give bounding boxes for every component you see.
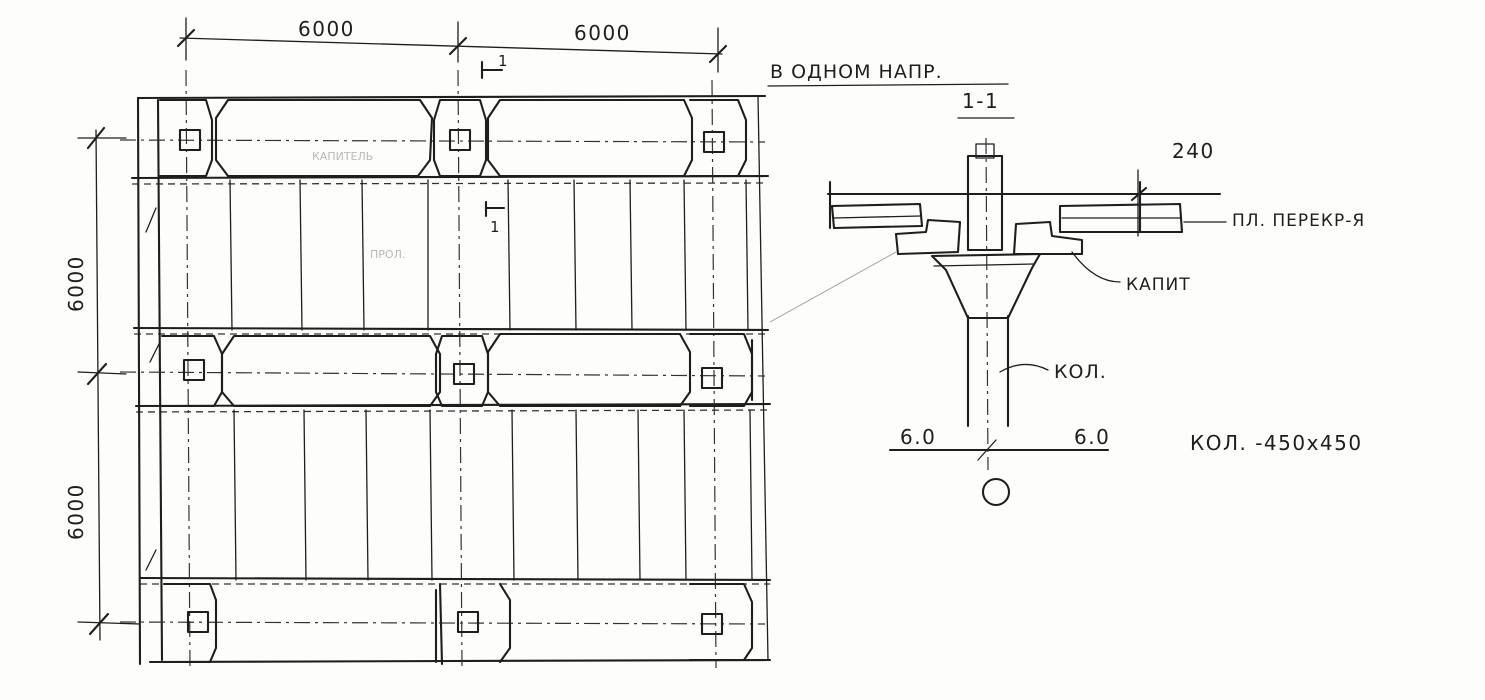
dim-top-left: 6000: [298, 17, 355, 41]
label-capital: КАПИТ: [1126, 275, 1191, 295]
column-mark: [178, 128, 202, 152]
dimension-left: 6000 6000: [64, 126, 141, 641]
ghost-label-slab: ПРОЛ.: [370, 248, 405, 261]
label-slab: ПЛ. ПЕРЕКР-Я: [1232, 211, 1365, 231]
span-right: 6.0: [1074, 425, 1110, 449]
ghost-label-capital: КАПИТЕЛЬ: [312, 150, 373, 163]
section-cut-marks: 1 1: [480, 52, 509, 236]
columns: [178, 128, 726, 636]
column-mark: [700, 612, 724, 636]
column-mark: [452, 362, 476, 386]
column-mark: [186, 610, 210, 634]
column-size: КОЛ. -450x450: [1190, 431, 1363, 455]
column-upper: [966, 154, 1004, 252]
column-mark: [448, 128, 472, 152]
axis-bubble: [981, 477, 1011, 507]
column-mark: [182, 358, 206, 382]
section-1-1: В ОДНОМ НАПР. 1-1 6.0 6.0 240: [767, 61, 1365, 507]
section-mark-top: 1: [498, 52, 509, 70]
label-column: КОЛ.: [1054, 361, 1107, 383]
dim-left-lower: 6000: [64, 483, 88, 540]
floor-plan: 6000 6000 6000 6000: [64, 17, 772, 669]
edge-ticks: [145, 207, 161, 571]
span-left: 6.0: [900, 425, 936, 449]
capital-plates: [158, 98, 754, 666]
dim-left-upper: 6000: [64, 255, 88, 312]
dimension-top: 6000 6000: [176, 17, 728, 73]
section-heading: В ОДНОМ НАПР.: [770, 61, 943, 83]
slab-panels: [229, 179, 753, 581]
leader-line: [769, 251, 897, 323]
dim-240: 240: [1172, 139, 1215, 163]
dim-top-right: 6000: [574, 21, 631, 45]
section-title: 1-1: [962, 89, 999, 113]
column-mark: [700, 366, 724, 390]
column-mark: [456, 610, 480, 634]
grid-axes: [119, 69, 766, 669]
column-mark: [702, 130, 726, 154]
beam-strips: [130, 94, 772, 666]
section-mark-bottom: 1: [490, 218, 501, 236]
